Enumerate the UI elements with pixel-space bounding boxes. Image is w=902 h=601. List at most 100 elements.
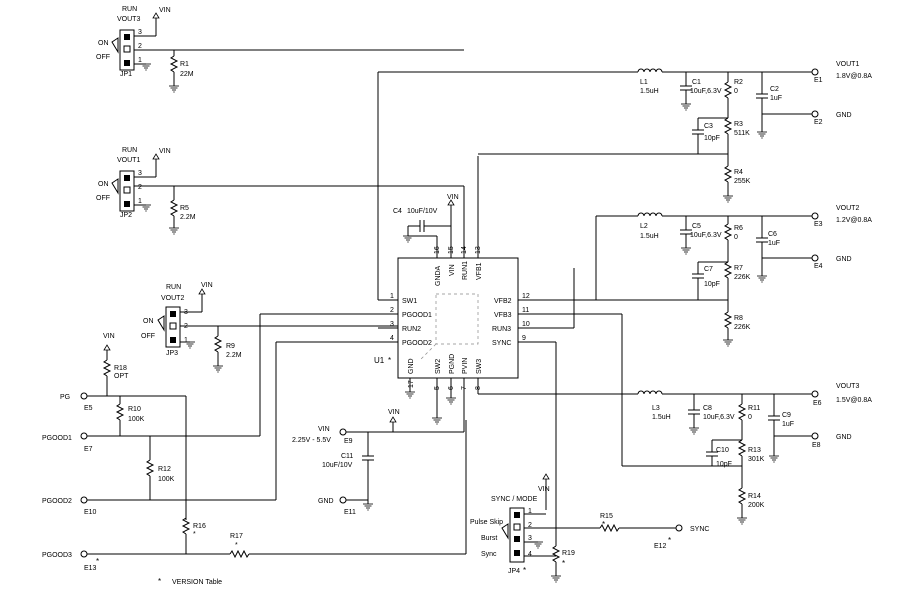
- c10-val: 10pF: [716, 461, 732, 468]
- jp1-pin3: 3: [138, 29, 142, 36]
- pgood-network: VIN R18 OPT PG E5 R10 100K PGOOD1 E7 R12…: [42, 313, 467, 572]
- e10-ref: E10: [84, 509, 97, 516]
- c5-val: 10uF,6.3V: [690, 232, 722, 239]
- jp1-on: ON: [98, 40, 109, 47]
- r14-val: 200K: [748, 502, 765, 509]
- pin-label-run3: RUN3: [492, 326, 511, 333]
- c9-ref: C9: [782, 412, 791, 419]
- pin-label-vfb1: VFB1: [476, 262, 483, 280]
- r11-ref: R11: [748, 405, 760, 412]
- jumper-jp2: RUN VOUT1 ON OFF JP2 VIN 3 2 1: [96, 147, 464, 219]
- e4-label: GND: [836, 256, 852, 263]
- pin-label-vfb3: VFB3: [494, 312, 512, 319]
- jp2-pin3: 3: [138, 170, 142, 177]
- pin-num-13: 13: [475, 246, 482, 254]
- pin-label-pvin: PVIN: [462, 358, 469, 374]
- pin-label-pgood2: PGOOD2: [402, 340, 432, 347]
- jp1-title: RUN: [122, 6, 137, 13]
- jp1-pin1: 1: [138, 57, 142, 64]
- pin-num-1: 1: [390, 293, 394, 300]
- legend: * VERSION Table: [158, 577, 222, 586]
- vin-input: VIN 2.25V - 5.5V E9 VIN C11 10uF/10V GND…: [292, 409, 464, 516]
- jp4-vin: VIN: [538, 486, 550, 493]
- vout3-stage: L3 1.5uH C8 10uF,6.3V R11 0 C9 1uF C10 1…: [478, 268, 872, 525]
- r15-val: *: [602, 520, 605, 529]
- e9-ref: E9: [344, 438, 353, 445]
- pin-num-15: 15: [448, 246, 455, 254]
- pin-num-3: 3: [390, 321, 394, 328]
- jp4-opt2: Burst: [481, 535, 497, 542]
- e11-ref: E11: [344, 509, 356, 516]
- e2-label: GND: [836, 112, 852, 119]
- jp3-on: ON: [143, 318, 154, 325]
- e10-label: PGOOD2: [42, 498, 72, 505]
- e12-label: SYNC: [690, 526, 709, 533]
- r18-vin: VIN: [103, 333, 115, 340]
- pin-num-7: 7: [461, 386, 468, 390]
- jp2-title: RUN: [122, 147, 137, 154]
- ic-top-pins: GNDA VIN RUN1 VFB1 16 15 14 13: [434, 156, 483, 286]
- pin-label-sync: SYNC: [492, 340, 511, 347]
- l2-ref: L2: [640, 223, 648, 230]
- e12-ref: E12: [654, 543, 667, 550]
- e7-ref: E7: [84, 446, 93, 453]
- c4-val: 10uF/10V: [407, 208, 438, 215]
- pin-label-vfb2: VFB2: [494, 298, 512, 305]
- l3-val: 1.5uH: [652, 414, 671, 421]
- e3-sub: 1.2V@0.8A: [836, 217, 872, 224]
- e5-ref: E5: [84, 405, 93, 412]
- pin-num-5: 5: [434, 386, 441, 390]
- jp2-vin: VIN: [159, 148, 171, 155]
- c2-val: 1uF: [770, 95, 782, 102]
- pin-label-sw1: SW1: [402, 298, 417, 305]
- c3-ref: C3: [704, 123, 713, 130]
- jp4-ref: JP4: [508, 568, 520, 575]
- r1-val: 22M: [180, 71, 194, 78]
- e4-ref: E4: [814, 263, 823, 270]
- r3-val: 511K: [734, 130, 750, 137]
- jp3-pin3: 3: [184, 309, 188, 316]
- pin-num-16: 16: [434, 246, 441, 254]
- jp2-net: VOUT1: [117, 157, 140, 164]
- pin-label-gnd: GND: [408, 358, 415, 374]
- c1-val: 10uF,6.3V: [690, 88, 722, 95]
- resistor-r1: R1 22M: [168, 50, 194, 93]
- c4-ref: C4: [393, 208, 402, 215]
- jp1-ref: JP1: [120, 71, 132, 78]
- pin-num-2: 2: [390, 307, 394, 314]
- c9-val: 1uF: [782, 421, 794, 428]
- legend-mark: *: [158, 577, 161, 586]
- vin-label-bus: VIN: [388, 409, 400, 416]
- pin-num-12: 12: [522, 293, 530, 300]
- r5-ref: R5: [180, 205, 189, 212]
- pin-label-run1: RUN1: [462, 261, 469, 280]
- resistor-r5: R5 2.2M: [168, 186, 196, 235]
- c5-ref: C5: [692, 223, 701, 230]
- e6-ref: E6: [813, 400, 822, 407]
- jp2-off: OFF: [96, 195, 110, 202]
- r2-ref: R2: [734, 79, 743, 86]
- r6-val: 0: [734, 234, 738, 241]
- r1-ref: R1: [180, 61, 189, 68]
- pin-label-pgood1: PGOOD1: [402, 312, 432, 319]
- vin-label-ic: VIN: [447, 194, 459, 201]
- r9-val: 2.2M: [226, 352, 242, 359]
- jp3-vin: VIN: [201, 282, 213, 289]
- c8-val: 10uF,6.3V: [703, 414, 735, 421]
- vout2-stage: L2 1.5uH C5 10uF,6.3V R6 0 C6 1uF C7 10p…: [546, 205, 872, 347]
- e13-ref: E13: [84, 565, 97, 572]
- jp4-opt1: Pulse Skip: [470, 519, 503, 526]
- r18-val: OPT: [114, 373, 129, 380]
- r18-ref: R18: [114, 365, 127, 372]
- jp4-pin4: 4: [528, 551, 532, 558]
- r4-ref: R4: [734, 169, 743, 176]
- c8-ref: C8: [703, 405, 712, 412]
- e1-ref: E1: [814, 77, 823, 84]
- ic-ref-mark: *: [388, 356, 391, 365]
- c11-val: 10uF/10V: [322, 462, 353, 469]
- jp2-ref: JP2: [120, 212, 132, 219]
- l3-ref: L3: [652, 405, 660, 412]
- jp4-pin2: 2: [528, 522, 532, 529]
- e12-mark: *: [668, 536, 671, 545]
- c2-ref: C2: [770, 86, 779, 93]
